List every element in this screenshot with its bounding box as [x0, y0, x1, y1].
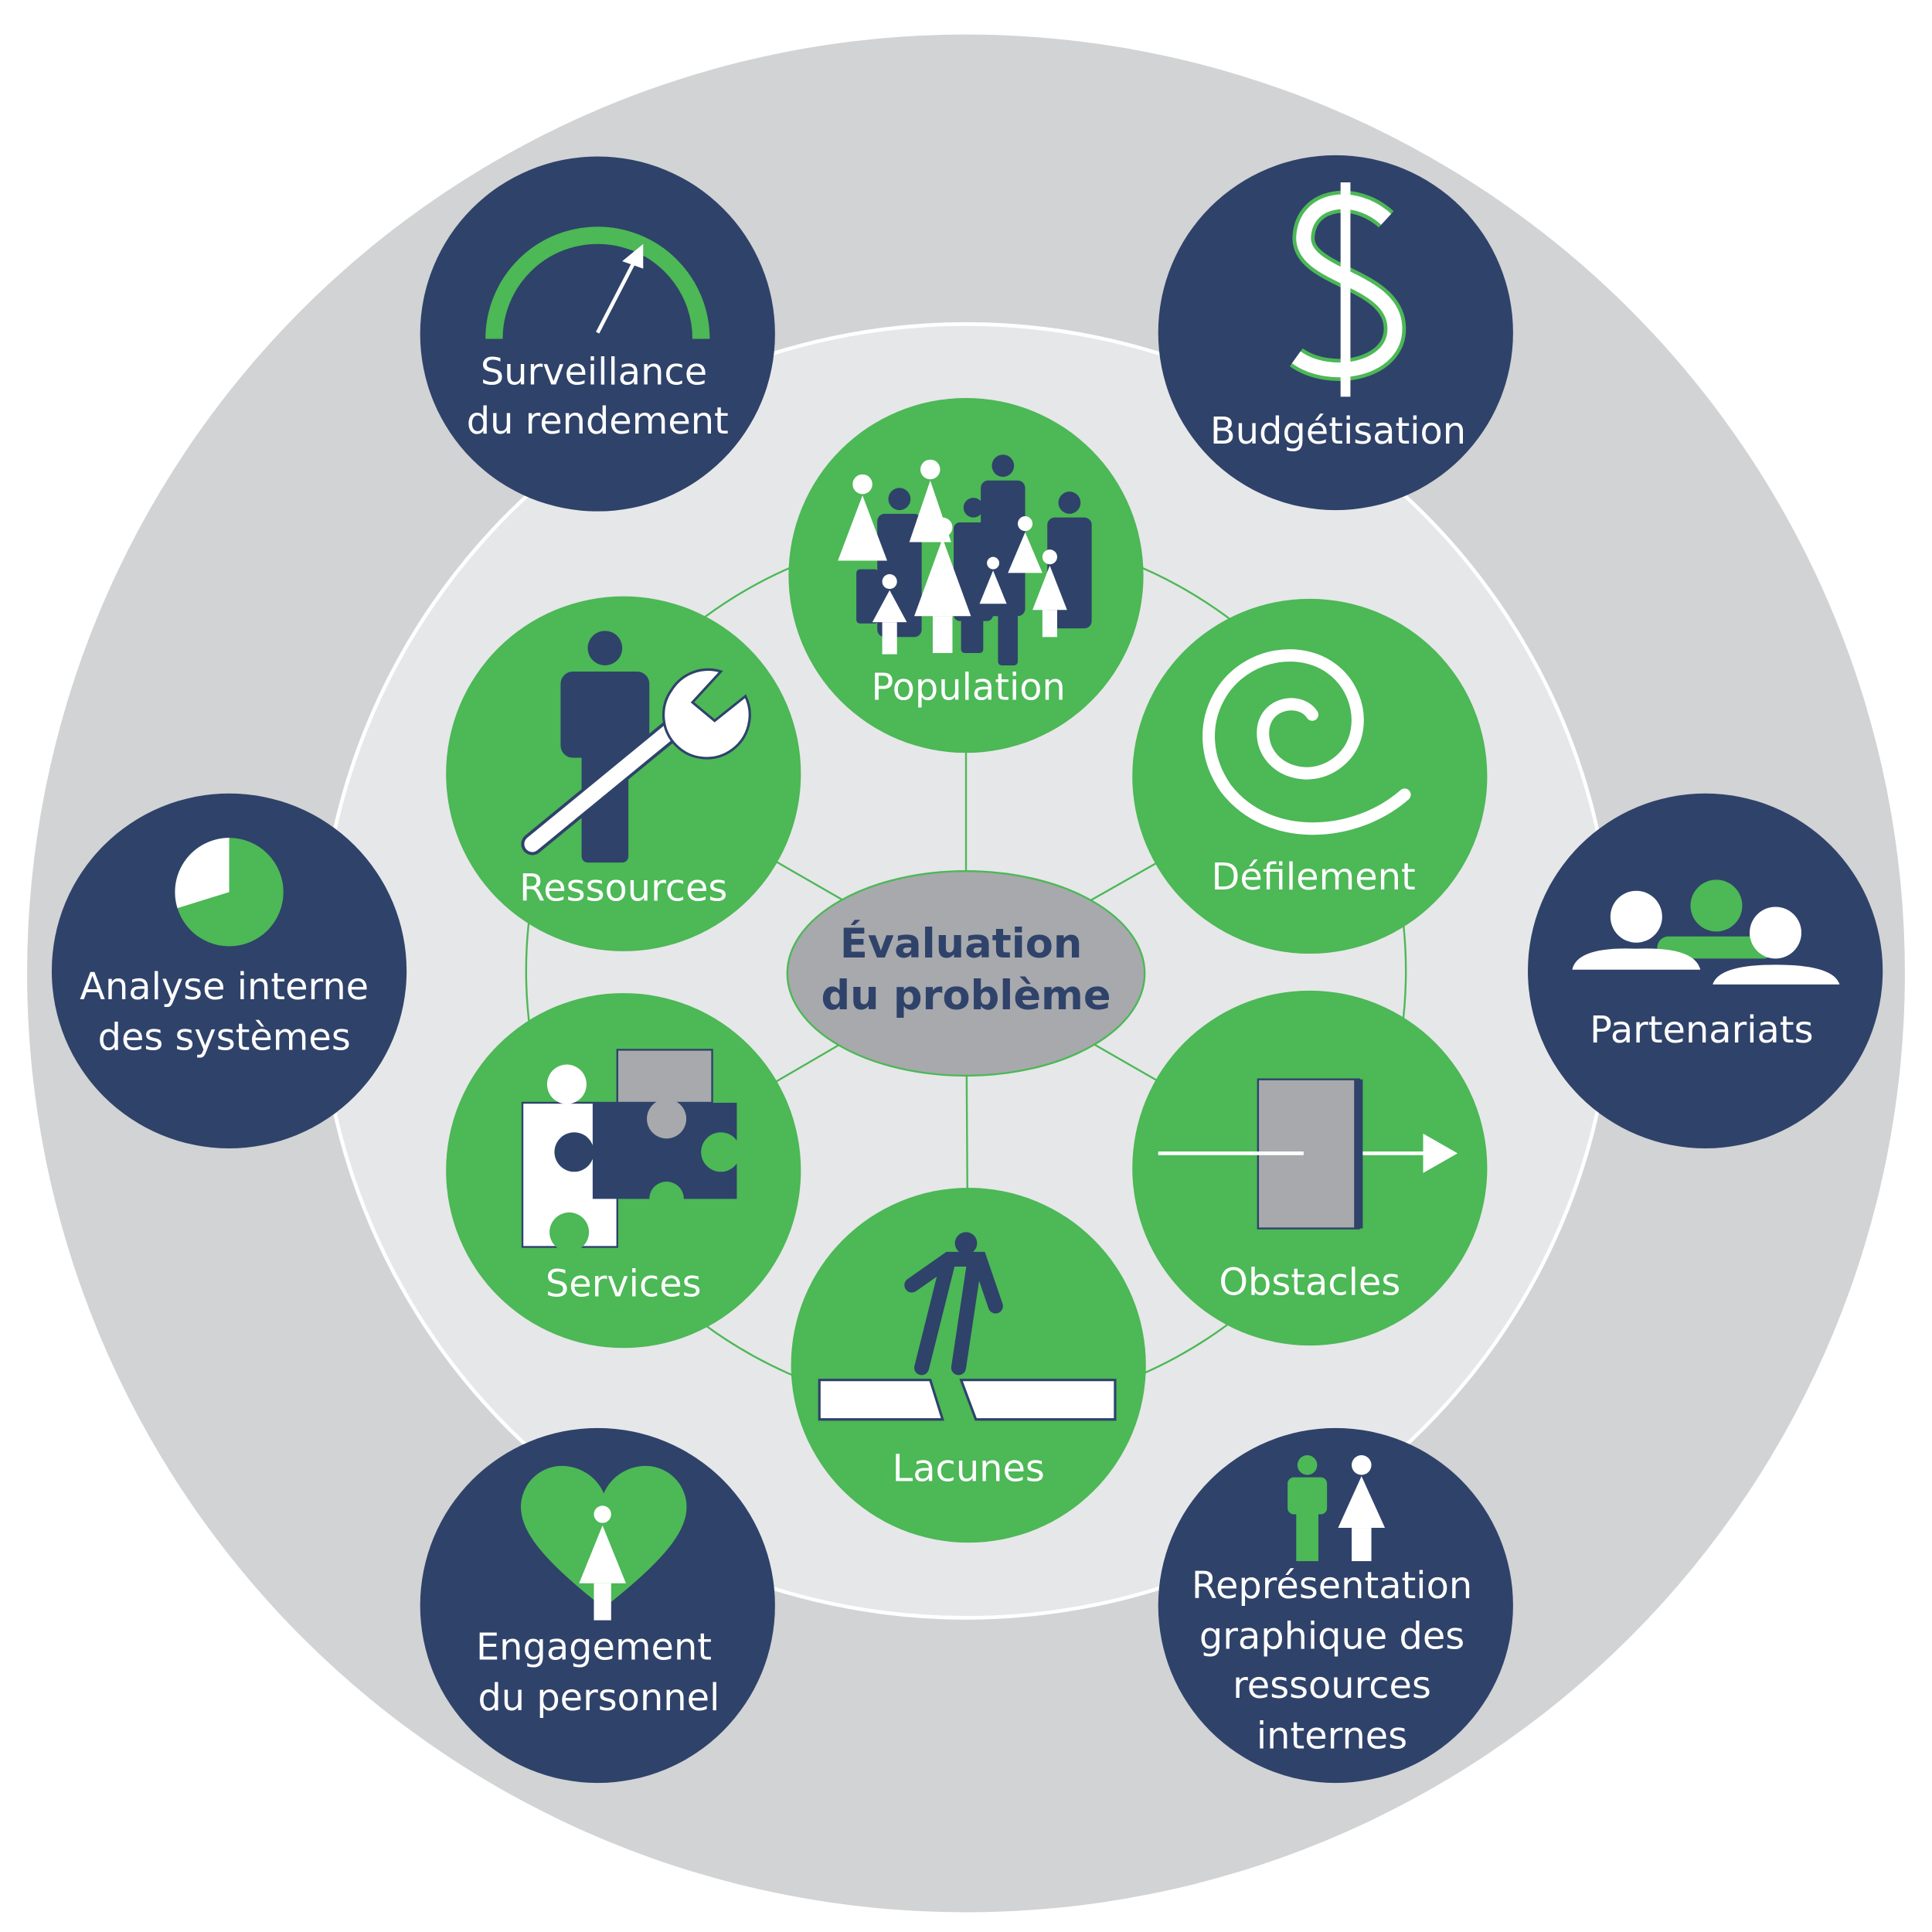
node-analyse: Analyse interne des systèmes	[51, 793, 407, 1148]
person-gap-icon	[818, 1232, 1117, 1421]
node-services: Services	[446, 993, 801, 1349]
man-woman-icon	[1287, 1454, 1386, 1562]
puzzle-icon	[521, 1049, 741, 1252]
node-engagement: Engagement du personnel	[420, 1427, 775, 1784]
pie-chart-icon	[175, 838, 284, 947]
node-label: Budgétisation	[1210, 410, 1466, 453]
node-obstacles: Obstacles	[1132, 990, 1488, 1346]
center-title-line2: du problème	[821, 972, 1111, 1019]
node-label: Services	[546, 1263, 702, 1305]
spiral-icon	[1202, 649, 1411, 835]
node-label-line2: du personnel	[478, 1677, 719, 1719]
node-budgetisation: Budgétisation	[1158, 155, 1513, 511]
node-label-line1: Engagement	[476, 1627, 712, 1669]
node-label: Défilement	[1212, 856, 1416, 899]
node-label-line1: Représentation	[1192, 1565, 1472, 1607]
node-label: Ressources	[519, 867, 727, 910]
node-label-line2: graphique des	[1199, 1615, 1464, 1658]
node-ressources: Ressources	[446, 596, 801, 951]
gauge-icon	[485, 226, 710, 339]
node-label: Population	[872, 667, 1066, 709]
node-lacunes: Lacunes	[791, 1187, 1146, 1543]
center-title-line1: Évaluation	[840, 919, 1083, 968]
node-label: Obstacles	[1219, 1262, 1400, 1304]
node-label-line1: Surveillance	[481, 351, 707, 393]
center-node: Évaluation du problème	[786, 870, 1146, 1077]
node-label: Partenariats	[1590, 1009, 1813, 1052]
node-label-line2: du rendement	[467, 400, 729, 443]
node-surveillance: Surveillance du rendement	[420, 156, 775, 512]
node-label-line4: internes	[1257, 1715, 1407, 1757]
heart-person-icon	[521, 1465, 687, 1621]
person-wrench-icon	[521, 631, 751, 863]
node-population: Population	[788, 397, 1144, 753]
node-label-line1: Analyse interne	[80, 966, 369, 1009]
node-representation: Représentation graphique des ressources …	[1158, 1427, 1513, 1784]
node-label: Lacunes	[893, 1447, 1045, 1490]
dollar-icon	[1289, 182, 1406, 397]
node-partenariats: Partenariats	[1528, 793, 1883, 1148]
node-defilement: Défilement	[1132, 598, 1488, 954]
door-arrow-icon	[1158, 1078, 1458, 1230]
node-label-line2: des systèmes	[98, 1016, 351, 1059]
partners-icon	[1572, 879, 1840, 985]
node-label-line3: ressources	[1233, 1665, 1431, 1707]
people-group-icon	[838, 454, 1092, 665]
